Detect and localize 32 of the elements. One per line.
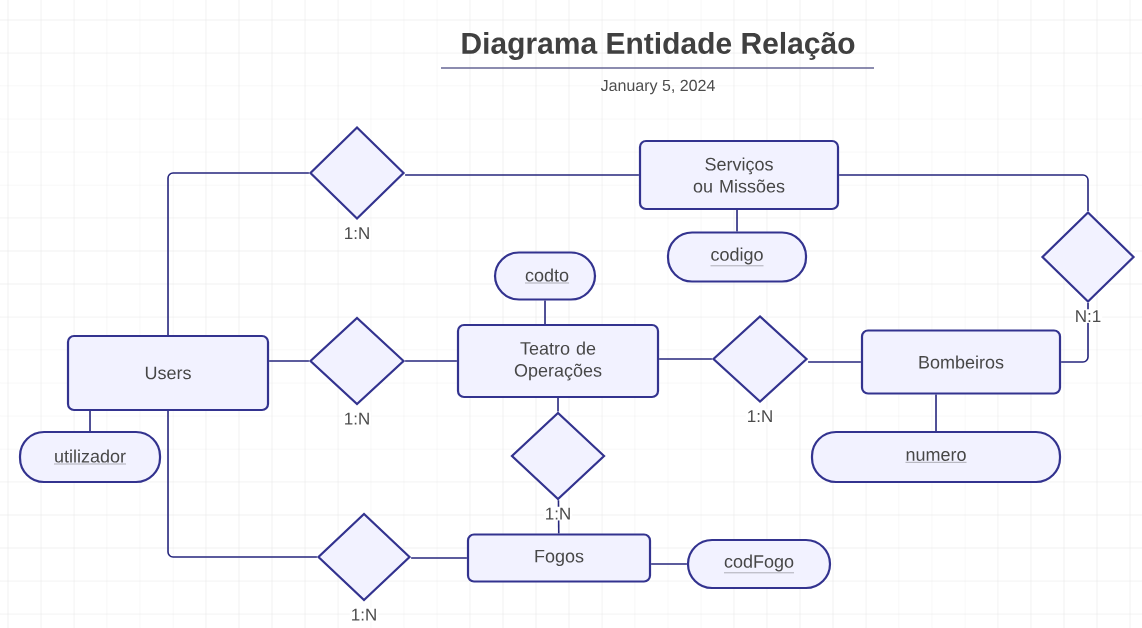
connector-line (650, 563, 688, 565)
connector-line (658, 358, 713, 360)
connector-line (410, 557, 468, 559)
connector-line (557, 397, 559, 413)
attribute-pill: numero (810, 430, 1062, 484)
entity-box: Bombeiros (860, 329, 1062, 395)
connector-line (807, 361, 862, 363)
connector-line (935, 393, 937, 432)
cardinality-label: 1:N (342, 226, 372, 240)
connector-line (404, 360, 458, 362)
connector-line (167, 410, 318, 558)
connector-line (1060, 302, 1089, 363)
cardinality-label: 1:N (745, 409, 775, 423)
attribute-pill: utilizador (18, 430, 162, 484)
date-label: January 5, 2024 (600, 79, 715, 95)
connector-line (268, 360, 310, 362)
connector-line (544, 299, 546, 325)
attribute-pill: codFogo (686, 538, 832, 590)
connector-line (736, 209, 738, 233)
connector-line (838, 174, 1089, 212)
connector-line (89, 410, 91, 432)
attribute-pill: codigo (666, 231, 808, 283)
connector-line (167, 172, 310, 336)
cardinality-label: N:1 (1073, 309, 1103, 323)
attribute-pill: codto (493, 251, 597, 301)
entity-box: Fogos (466, 533, 652, 583)
entity-box: Users (66, 334, 270, 412)
relationship-diamond (510, 411, 606, 501)
title: Diagrama Entidade Relação (462, 31, 855, 61)
entity-box: Serviços ou Missões (638, 139, 840, 211)
entity-box: Teatro de Operações (456, 323, 660, 399)
connector-line (404, 174, 640, 176)
